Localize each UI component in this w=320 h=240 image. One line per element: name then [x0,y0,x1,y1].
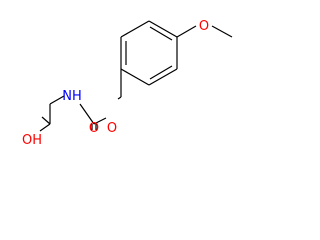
bond-nh-to-ch2 [49,95,65,105]
benzene-ring [120,20,178,86]
bond-cooh-to-oh [39,123,51,132]
ring-bond [120,20,150,38]
ring-bond [120,68,150,86]
bond-ring-to-ome [176,25,197,38]
ring-double-bond [149,65,173,80]
methoxy-group [176,25,233,38]
ring-double-bond [149,26,173,41]
carbamate-chain [39,69,122,132]
ester-oxygen-label: O [107,121,117,136]
bond-ch2-to-o [117,96,122,100]
ring-bond [148,68,178,86]
ring-bond [148,20,178,38]
carbonyl-oxygen-label: O [89,121,99,136]
bond-ome-to-methyl [211,25,233,38]
ring-oxygen-label: O [199,19,209,34]
bond-o-to-carbonyl [93,117,107,125]
bond-cooh-double-o [41,116,51,125]
acid-hydroxyl-label: OH [22,133,42,148]
molecule-structure: O O NH O OH [22,19,233,148]
molecule-diagram: O O NH O OH [21,19,233,148]
bond-carbonyl-to-nh [79,103,95,125]
amide-nitrogen-label: NH [62,89,82,104]
